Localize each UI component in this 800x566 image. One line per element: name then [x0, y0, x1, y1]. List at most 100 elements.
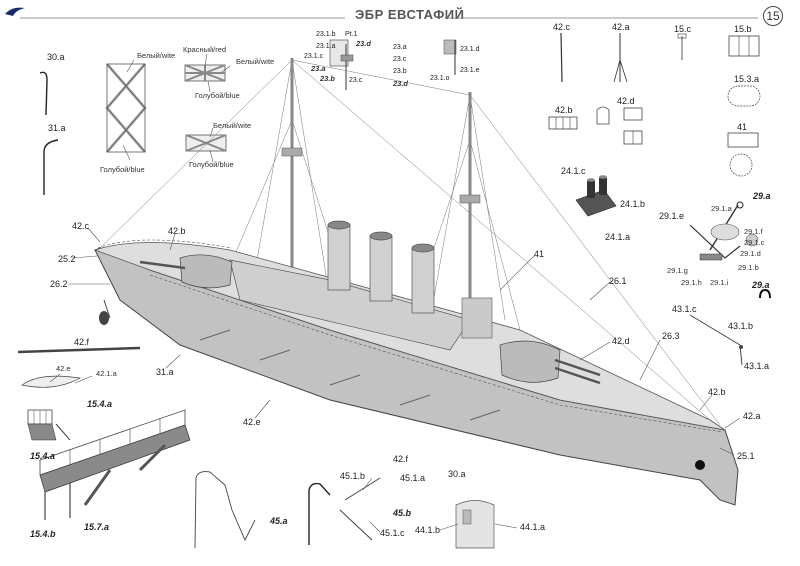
label-color-blue-3: Голубой/blue: [189, 160, 234, 169]
label-24-1a: 24.1.a: [605, 232, 630, 242]
label-15-4b: 15.4.b: [30, 529, 56, 539]
label-29-1a: 29.1.a: [711, 204, 733, 213]
part-45-1b: [308, 482, 331, 545]
ship-model: [93, 58, 739, 506]
label-26-2: 26.2: [50, 279, 68, 289]
label-42f-low: 42.f: [393, 454, 409, 464]
part-29-1-davit: [689, 201, 759, 261]
label-15-3a: 15.3.a: [734, 74, 759, 84]
part-30a: [39, 71, 48, 116]
label-42f: 42.f: [74, 337, 90, 347]
label-42c: 42.c: [72, 221, 90, 231]
label-24-1c: 24.1.c: [561, 166, 586, 176]
label-23b-2: 23.b: [393, 68, 407, 75]
part-15-4a-platform-small: [27, 409, 71, 441]
label-15-4a-2: 15.4.a: [30, 451, 55, 461]
label-pt1: Pt.1: [345, 31, 358, 38]
label-30a-low: 30.a: [448, 469, 466, 479]
label-45-1c: 45.1.c: [380, 528, 405, 538]
part-41-ring: [727, 132, 759, 177]
part-23-1-flag: [443, 39, 457, 75]
label-42a-right: 42.a: [743, 411, 761, 421]
label-45a: 45.a: [269, 516, 288, 526]
label-43-1c: 43.1.c: [672, 304, 697, 314]
label-45b: 45.b: [392, 508, 412, 518]
label-23b-1: 23.b: [319, 74, 335, 83]
part-31a: [43, 139, 59, 195]
label-15c: 15.c: [674, 24, 692, 34]
label-color-white-1: Белый/wite: [137, 51, 175, 60]
part-42b-railing: [548, 116, 578, 130]
page-number: 15: [763, 6, 783, 26]
label-44-1a: 44.1.a: [520, 522, 545, 532]
label-23-1c: 23.1.c: [304, 53, 324, 60]
part-15c: [677, 33, 687, 60]
label-29-1b: 29.1.b: [738, 263, 759, 272]
label-25-2: 25.2: [58, 254, 76, 264]
label-29-1c: 29.1.c: [744, 238, 765, 247]
part-15b: [728, 35, 760, 57]
torpedo-booms: [199, 329, 501, 421]
publisher-logo-icon: [5, 7, 25, 16]
label-41: 41: [534, 249, 544, 259]
label-29-1f: 29.1.f: [744, 227, 764, 236]
label-23c-1: 23.c: [349, 77, 363, 84]
label-23c-2: 23.c: [393, 56, 407, 63]
label-29-1g: 29.1.g: [667, 266, 688, 275]
label-23-1e: 23.1.e: [460, 67, 480, 74]
label-42d-top: 42.d: [617, 96, 635, 106]
part-arch: [596, 106, 610, 125]
label-23d-1: 23.d: [355, 39, 371, 48]
label-15b: 15.b: [734, 24, 752, 34]
label-23a-1: 23.a: [310, 64, 326, 73]
label-15-4a-1: 15.4.a: [87, 399, 112, 409]
label-42a-top: 42.a: [612, 22, 630, 32]
label-23-1a: 23.1.a: [316, 43, 336, 50]
sheet-title: ЭБР ЕВСТАФИЙ: [355, 7, 465, 22]
label-23-1d: 23.1.d: [460, 46, 480, 53]
label-29-1h: 29.1.h: [681, 278, 702, 287]
part-42f-rail: [17, 346, 141, 354]
label-29-1i: 29.1.i: [710, 278, 729, 287]
page-header: ЭБР ЕВСТАФИЙ 15: [0, 0, 800, 32]
label-41-top: 41: [737, 122, 747, 132]
label-color-red: Красный/red: [183, 45, 226, 54]
label-color-blue-2: Голубой/blue: [195, 91, 240, 100]
label-23a-2: 23.a: [393, 44, 407, 51]
decal-white-blue-x: [105, 63, 147, 153]
label-26-3: 26.3: [662, 331, 680, 341]
label-45-1b: 45.1.b: [340, 471, 365, 481]
label-30a: 30.a: [47, 52, 65, 62]
part-15-4-walkway: [39, 409, 191, 520]
label-23-1o: 23.1.o: [430, 75, 450, 82]
label-color-blue-1: Голубой/blue: [100, 165, 145, 174]
label-25-1: 25.1: [737, 451, 755, 461]
label-42b-top: 42.b: [555, 105, 573, 115]
label-43-1a: 43.1.a: [744, 361, 769, 371]
part-45b: [339, 477, 381, 541]
label-15-7a: 15.7.a: [84, 522, 109, 532]
label-42b: 42.b: [168, 226, 186, 236]
part-44-1-block: [455, 500, 495, 549]
label-color-white-2: Белый/wite: [236, 57, 274, 66]
label-42c-top: 42.c: [553, 22, 571, 32]
label-42b-right: 42.b: [708, 387, 726, 397]
part-23-flag-assembly: [329, 39, 354, 90]
label-29-1d: 29.1.d: [740, 249, 761, 258]
label-31a: 31.a: [48, 123, 66, 133]
label-24-1b: 24.1.b: [620, 199, 645, 209]
part-42d: [623, 107, 643, 145]
label-42e-small: 42.e: [56, 364, 71, 373]
label-31a-ship: 31.a: [156, 367, 174, 377]
label-23-1b: 23.1.b: [316, 31, 336, 38]
funnels: [327, 220, 435, 314]
label-29a-1: 29.a: [752, 191, 771, 201]
part-29a-hook: [759, 288, 771, 299]
part-42a-tripod: [613, 33, 628, 83]
part-15-3a: [727, 85, 761, 107]
decal-red-white-blue: [184, 64, 226, 82]
label-45-1a: 45.1.a: [400, 473, 425, 483]
part-42e-small: [21, 375, 82, 388]
label-43-1b: 43.1.b: [728, 321, 753, 331]
